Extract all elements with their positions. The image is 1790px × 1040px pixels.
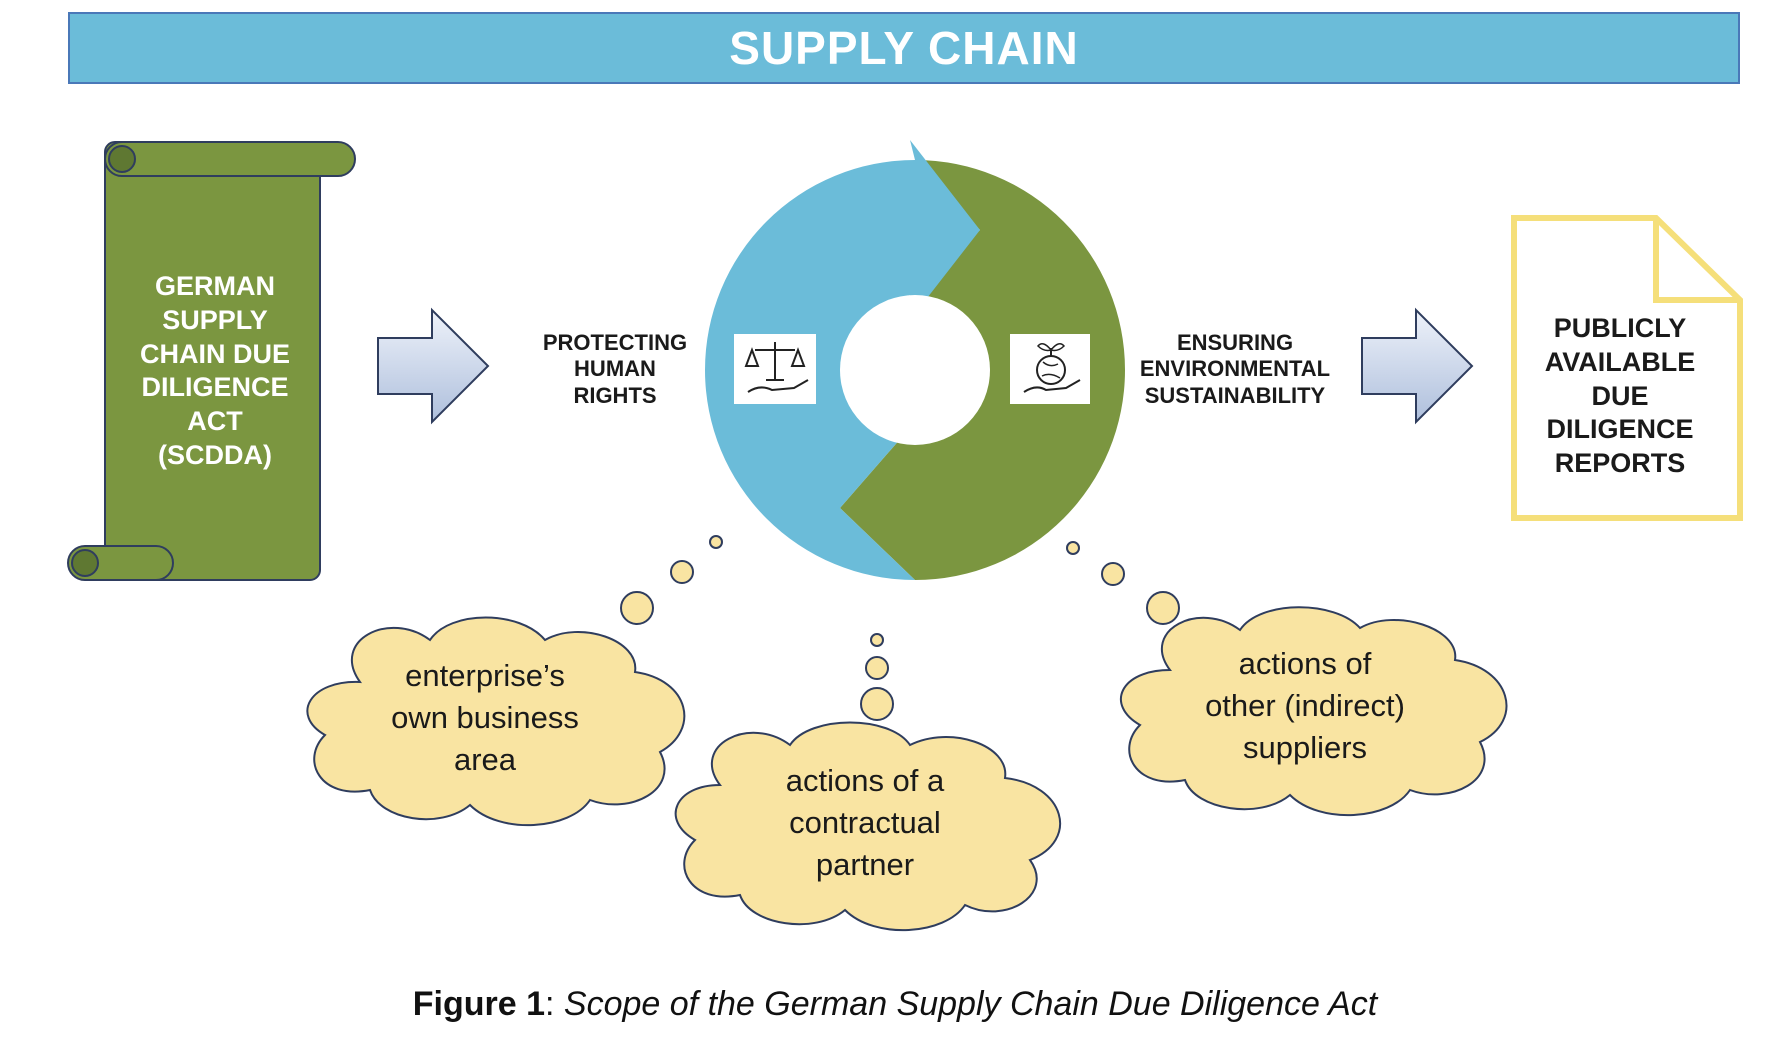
doc-line: REPORTS — [1554, 448, 1686, 478]
scroll-text: GERMAN SUPPLY CHAIN DUE DILIGENCE ACT (S… — [120, 270, 310, 473]
document-icon — [1511, 215, 1743, 521]
supply-chain-banner: SUPPLY CHAIN — [68, 12, 1740, 84]
scroll-line: (SCDDA) — [158, 439, 272, 470]
cloud-enterprise-own-business: enterprise’s own business area — [360, 655, 610, 781]
cloud-line: enterprise’s — [405, 658, 565, 693]
cloud-line: actions of a — [785, 763, 945, 798]
cloud-line: contractual — [789, 804, 941, 840]
doc-line: DILIGENCE — [1546, 414, 1694, 445]
arrow-right-icon — [1361, 307, 1474, 425]
doc-line: DUE — [1591, 380, 1649, 411]
cloud-shape — [306, 616, 686, 827]
environmental-sustainability-label: ENSURING ENVIRONMENTAL SUSTAINABILITY — [1125, 330, 1345, 409]
thought-dots-right — [1066, 541, 1180, 625]
document-text: PUBLICLY AVAILABLE DUE DILIGENCE REPORTS — [1520, 312, 1720, 481]
cloud-shape — [674, 721, 1062, 932]
label-line: ENSURING — [1176, 330, 1294, 355]
cloud-line: other (indirect) — [1205, 687, 1405, 723]
globe-plant-in-hand-icon — [1010, 334, 1090, 404]
caption-separator: : — [545, 985, 564, 1023]
cloud-line: own business — [391, 699, 579, 735]
scroll-line: ACT — [187, 406, 243, 436]
cloud-line: partner — [815, 846, 915, 882]
cycle-arrows-icon — [705, 140, 1125, 580]
thought-dots-center — [860, 633, 894, 721]
scroll-icon — [67, 141, 356, 581]
scroll-line: SUPPLY — [162, 304, 268, 335]
cloud-line: suppliers — [1242, 729, 1368, 765]
doc-line: AVAILABLE — [1544, 346, 1696, 377]
label-line: SUSTAINABILITY — [1144, 382, 1326, 408]
caption-text: Scope of the German Supply Chain Due Dil… — [563, 985, 1378, 1023]
cloud-line: actions of — [1238, 646, 1372, 681]
label-line: PROTECTING — [542, 330, 688, 355]
document-fold — [1653, 218, 1740, 303]
cloud-line: area — [453, 741, 517, 777]
cloud-shape — [1120, 606, 1508, 817]
doc-line: PUBLICLY — [1553, 313, 1687, 343]
protecting-human-rights-label: PROTECTING HUMAN RIGHTS — [530, 330, 700, 409]
scroll-line: DILIGENCE — [141, 372, 289, 403]
scroll-line: CHAIN DUE — [139, 338, 290, 369]
label-line: ENVIRONMENTAL — [1139, 356, 1331, 382]
thought-dots-left — [620, 535, 723, 625]
caption-label: Figure 1 — [412, 985, 546, 1023]
label-line: HUMAN — [574, 356, 656, 382]
scroll-line: GERMAN — [155, 271, 275, 301]
figure-caption: Figure 1: Scope of the German Supply Cha… — [0, 985, 1790, 1024]
arrow-right-icon — [377, 307, 490, 425]
cloud-indirect-suppliers: actions of other (indirect) suppliers — [1170, 643, 1440, 769]
banner-title: SUPPLY CHAIN — [729, 22, 1079, 74]
label-line: RIGHTS — [573, 382, 657, 408]
scales-in-hand-icon — [734, 334, 816, 404]
cloud-contractual-partner: actions of a contractual partner — [735, 760, 995, 886]
